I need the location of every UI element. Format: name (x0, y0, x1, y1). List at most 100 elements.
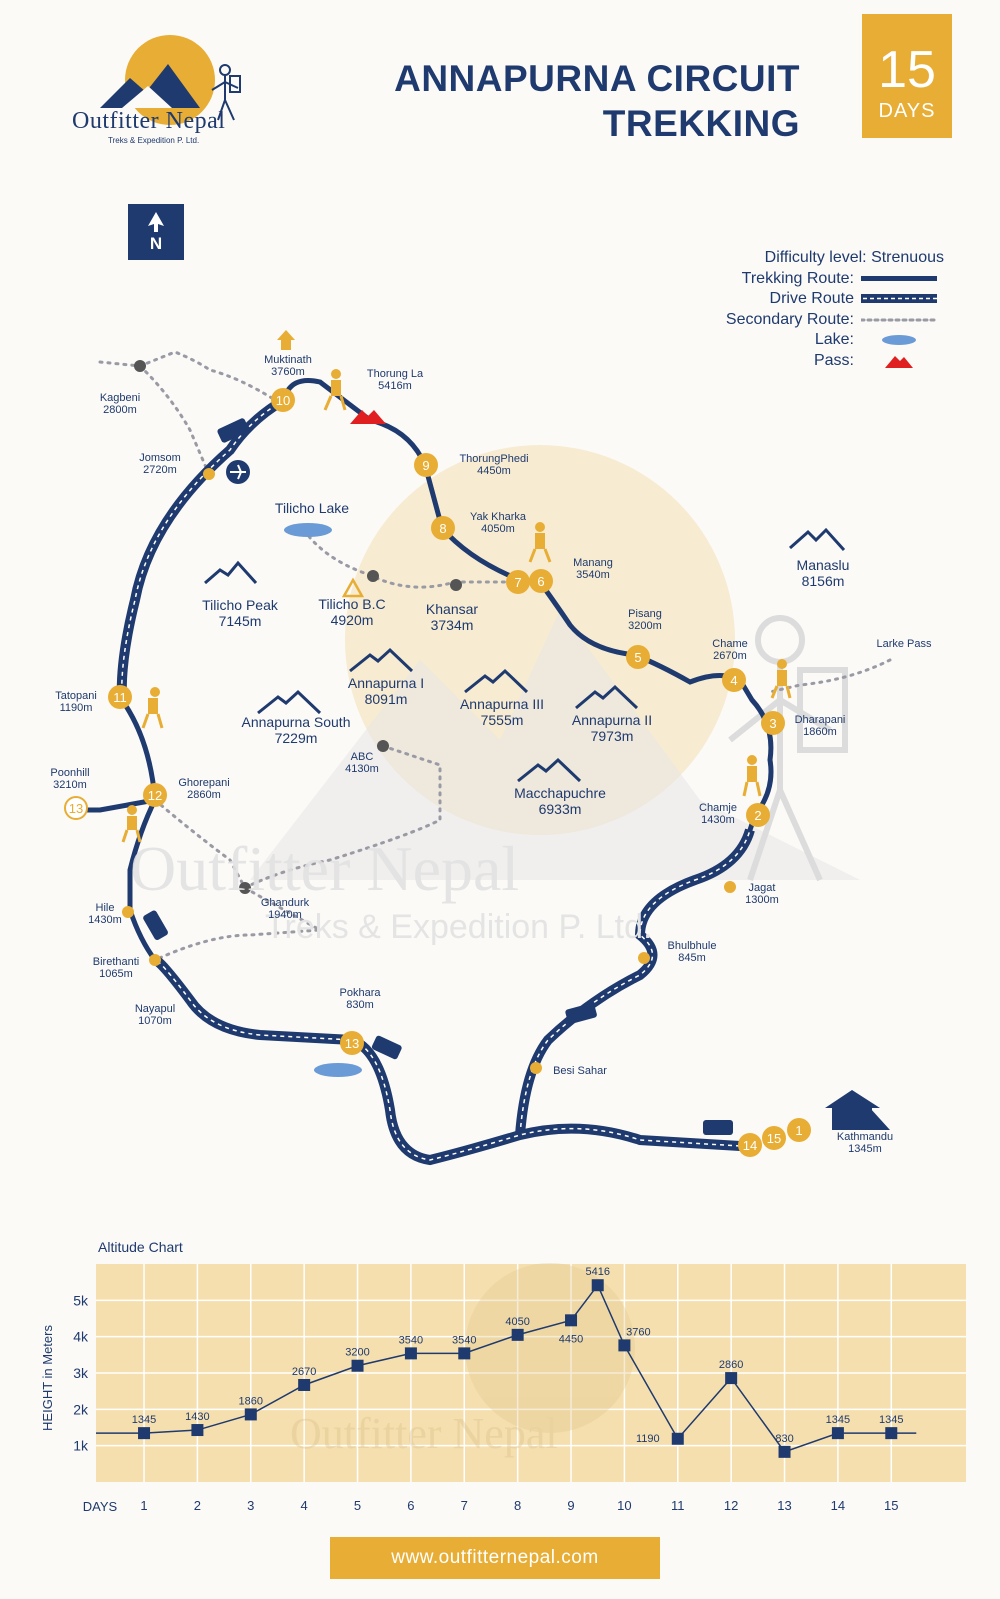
data-point (725, 1372, 738, 1385)
svg-text:14: 14 (743, 1138, 757, 1153)
data-point (138, 1427, 151, 1440)
data-label: 3760 (626, 1326, 650, 1338)
y-tick-label: 2k (73, 1401, 89, 1417)
svg-text:13: 13 (345, 1036, 359, 1051)
data-label: 4050 (505, 1316, 529, 1328)
day-marker: 9 (414, 453, 438, 477)
svg-text:11: 11 (113, 690, 127, 705)
data-point (618, 1339, 631, 1352)
day-marker: 6 (529, 569, 553, 593)
stop-dots (122, 468, 736, 1074)
day-marker: 5 (626, 645, 650, 669)
data-label: 1345 (826, 1414, 850, 1426)
svg-text:6: 6 (537, 574, 544, 589)
watermark-subtitle: Treks & Expedition P. Ltd. (265, 908, 652, 946)
trekking-route-swatch (861, 275, 937, 281)
data-point (458, 1347, 471, 1360)
y-tick-label: 5k (73, 1292, 89, 1308)
day-marker: 1 (787, 1118, 811, 1142)
waypoint-dots (134, 360, 462, 894)
x-tick-label: 8 (514, 1498, 521, 1513)
day-marker: 13 (340, 1031, 364, 1055)
x-tick-label: 13 (777, 1498, 791, 1513)
pass-icon (885, 355, 913, 368)
lake-icon (284, 523, 332, 537)
x-tick-label: 1 (140, 1498, 147, 1513)
north-indicator: N (128, 204, 184, 260)
chart-grid (96, 1264, 966, 1482)
day-marker: 3 (761, 711, 785, 735)
day-marker: 2 (746, 803, 770, 827)
data-point (404, 1347, 417, 1360)
secondary-routes (98, 350, 892, 962)
north-label: N (149, 234, 163, 253)
day-marker: 10 (271, 388, 295, 412)
data-point (191, 1424, 204, 1437)
website-link[interactable]: www.outfitternepal.com (330, 1537, 660, 1579)
background-mountain (250, 610, 860, 880)
day-marker: 8 (431, 516, 455, 540)
label-tilicho-lake: Tilicho Lake (274, 500, 350, 516)
x-tick-label: 11 (671, 1498, 685, 1513)
lake-icon (882, 335, 916, 346)
data-label: 1860 (239, 1395, 263, 1407)
day-markers: 10 9 8 7 6 5 4 3 2 1 15 14 13 12 11 13 (64, 388, 811, 1157)
chart-watermark: Outfitter Nepal (290, 1263, 635, 1458)
data-point (244, 1408, 257, 1421)
x-tick-label: 7 (461, 1498, 468, 1513)
muktinath-temple-icon (277, 330, 295, 350)
x-tick-label: 9 (567, 1498, 574, 1513)
days-label: DAYS (878, 100, 936, 122)
x-tick-label: 6 (407, 1498, 414, 1513)
brand-name: Outfitter Nepal (72, 108, 226, 134)
place-besi-sahar: Besi Sahar (553, 1065, 607, 1077)
day-marker: 7 (506, 570, 530, 594)
data-point (671, 1432, 684, 1445)
legend-lake: Lake: (644, 330, 944, 351)
route-map: 10 9 8 7 6 5 4 3 2 1 15 14 13 12 11 13 O… (64, 330, 892, 1166)
kathmandu-temple-icon (825, 1090, 890, 1130)
svg-text:13: 13 (69, 801, 83, 816)
svg-text:3: 3 (769, 716, 776, 731)
mountain-icons (204, 527, 846, 783)
svg-text:12: 12 (148, 788, 162, 803)
x-tick-label: 3 (247, 1498, 254, 1513)
x-tick-label: 12 (724, 1498, 738, 1513)
day-marker: 15 (762, 1126, 786, 1150)
svg-text:1: 1 (795, 1123, 802, 1138)
svg-text:4: 4 (730, 673, 737, 688)
x-tick-label: 14 (831, 1498, 845, 1513)
data-label: 3540 (452, 1334, 476, 1346)
lake-icon (314, 1063, 362, 1077)
data-point (565, 1314, 578, 1327)
y-tick-label: 3k (73, 1365, 89, 1381)
data-label: 3540 (399, 1334, 423, 1346)
svg-text:10: 10 (276, 393, 290, 408)
data-label: 1345 (879, 1414, 903, 1426)
data-point (351, 1359, 364, 1372)
secondary-route-swatch (861, 318, 937, 322)
title-line-2: TREKKING (602, 103, 800, 144)
